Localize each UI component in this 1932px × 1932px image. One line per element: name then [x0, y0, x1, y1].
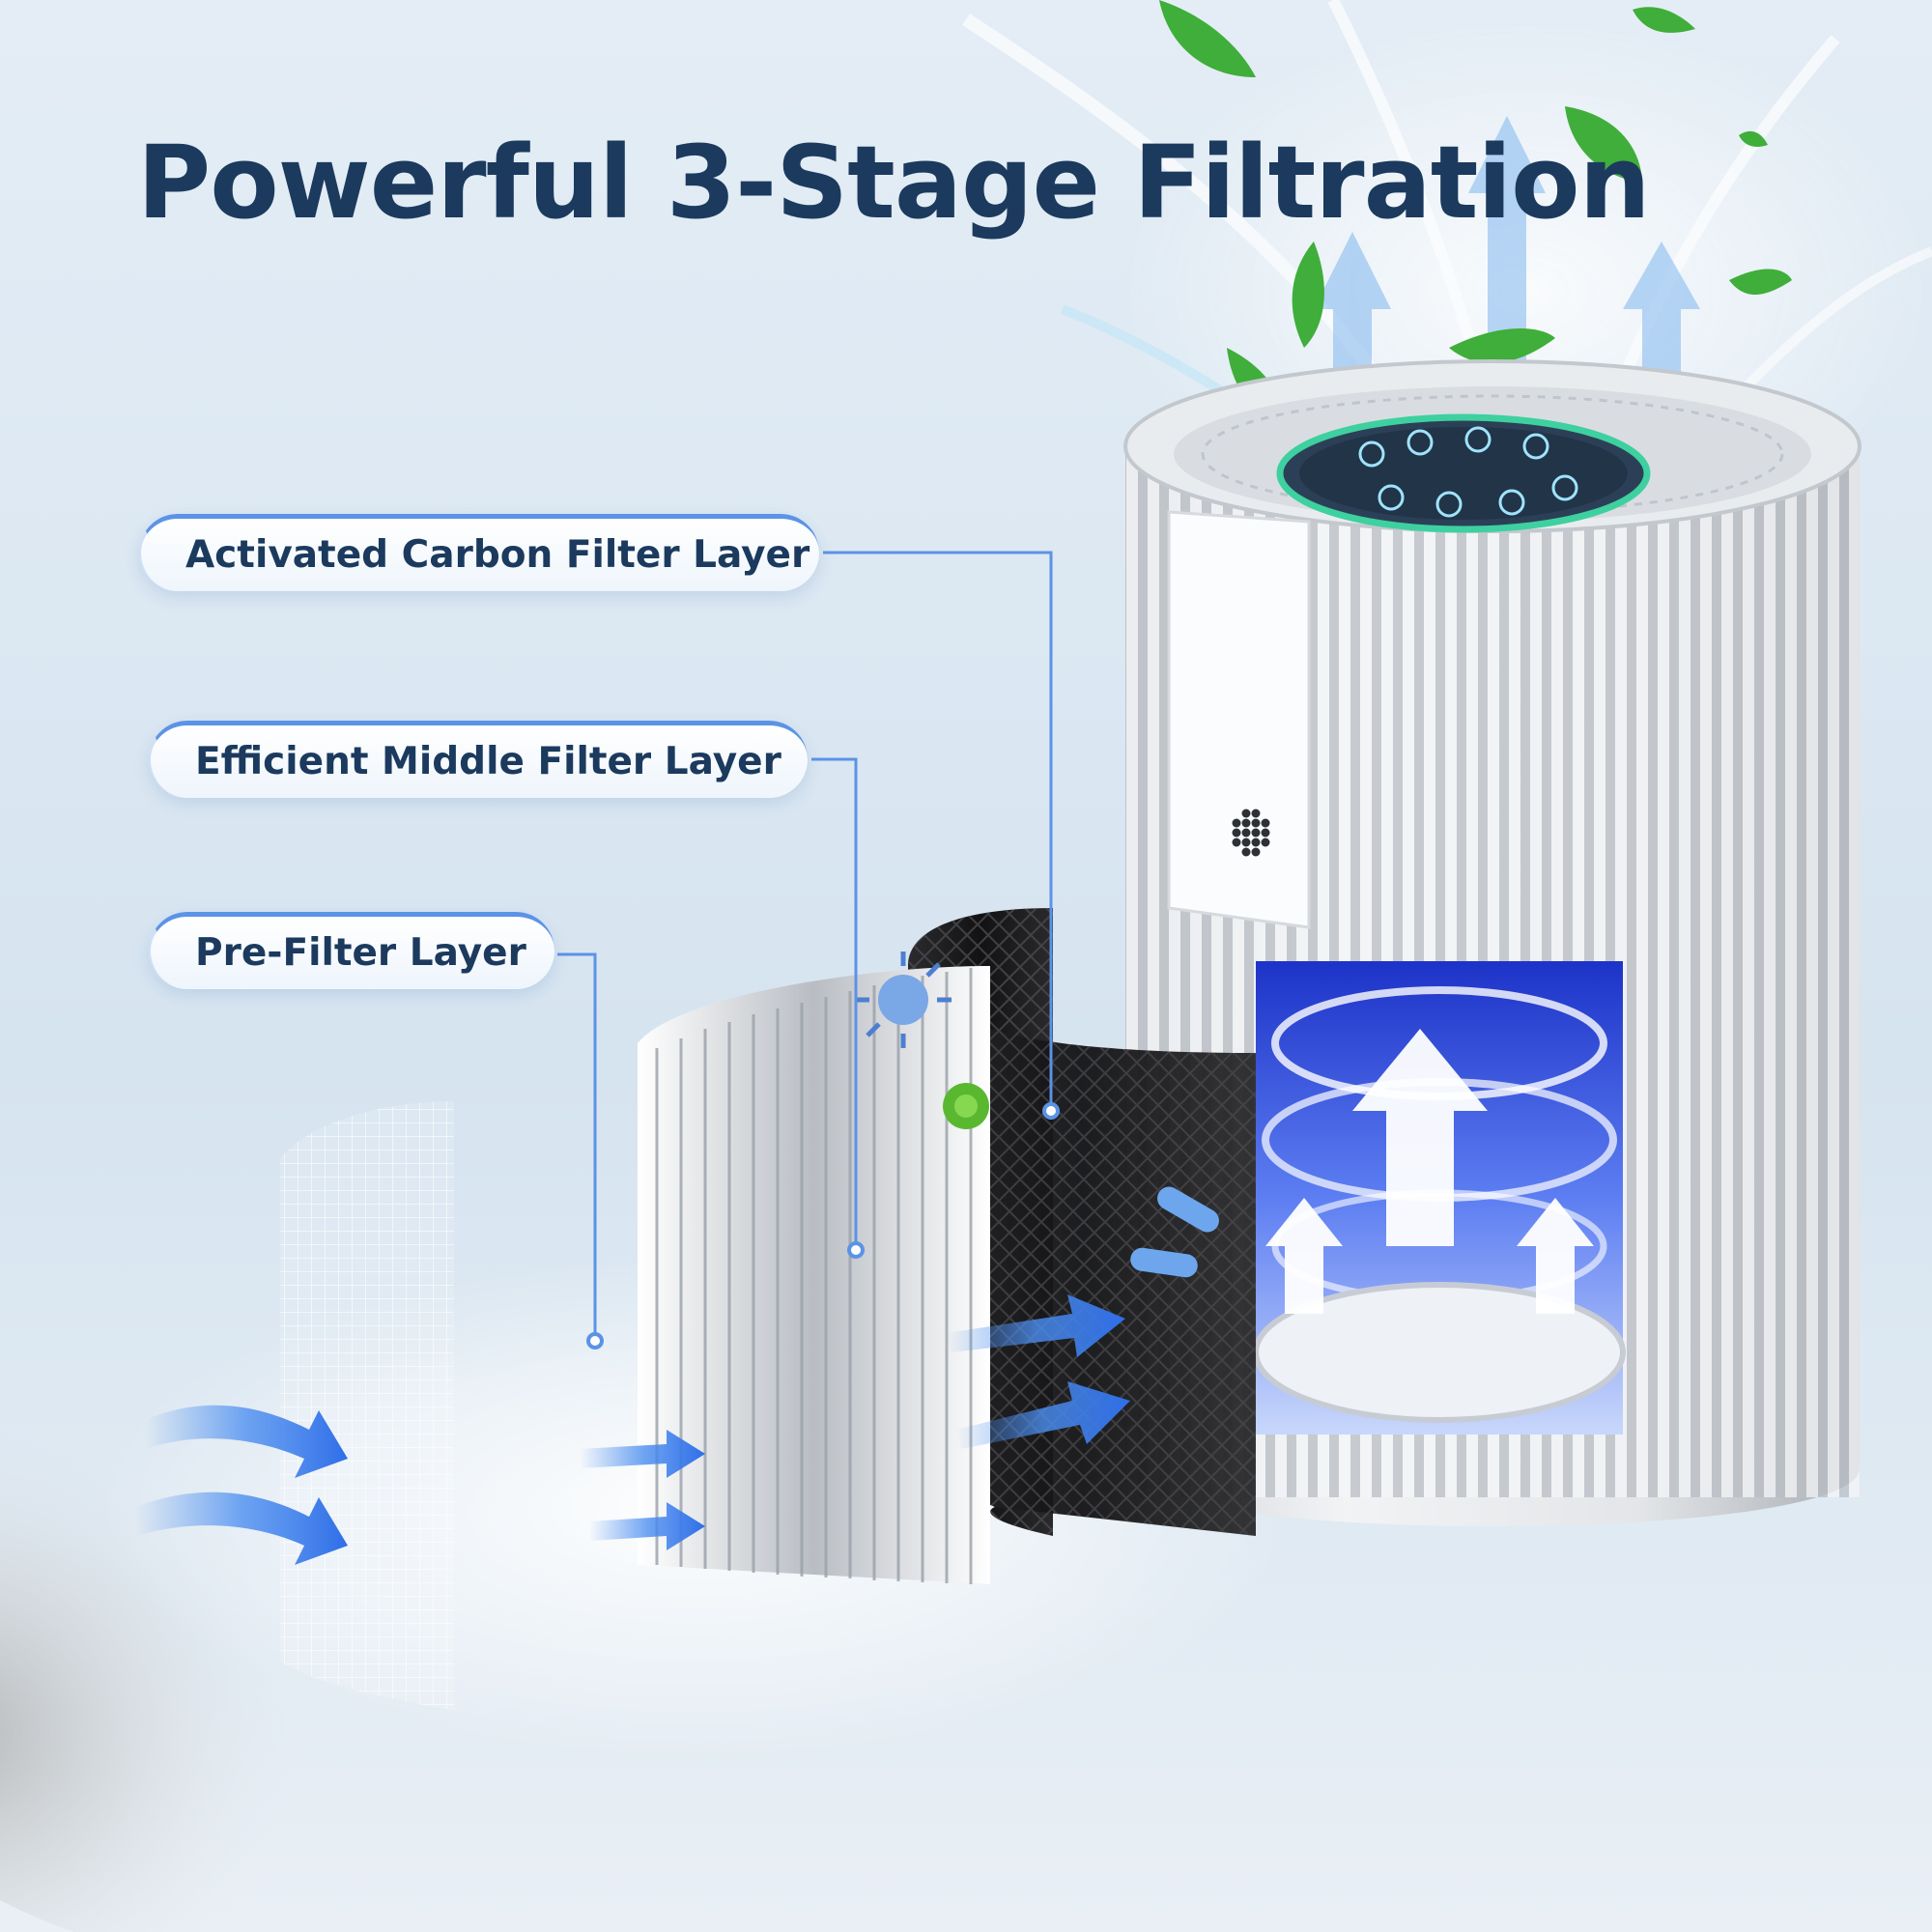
speaker-icon — [1232, 809, 1270, 857]
prefilter-connector-line — [557, 952, 597, 1339]
carbon-connector-line — [823, 551, 1053, 1109]
airflow-arrow-icon — [135, 1294, 1130, 1565]
cutaway-window — [1253, 961, 1626, 1435]
germ-icon — [943, 1083, 989, 1129]
prefilter-label: Pre-Filter Layer — [149, 912, 554, 989]
page-title: Powerful 3-Stage Filtration — [137, 124, 1651, 242]
middle-filter-label: Efficient Middle Filter Layer — [149, 721, 808, 798]
pre-filter-mesh — [280, 1101, 454, 1710]
middle-connector-line — [811, 757, 858, 1248]
virus-icon — [855, 952, 952, 1048]
carbon-filter-label: Activated Carbon Filter Layer — [139, 514, 819, 591]
control-panel — [1276, 413, 1651, 533]
callout-connectors — [557, 551, 1053, 1339]
callout-dots — [586, 1102, 1060, 1350]
efficient-middle-filter — [638, 966, 990, 1584]
bacteria-icon — [1130, 1186, 1219, 1278]
